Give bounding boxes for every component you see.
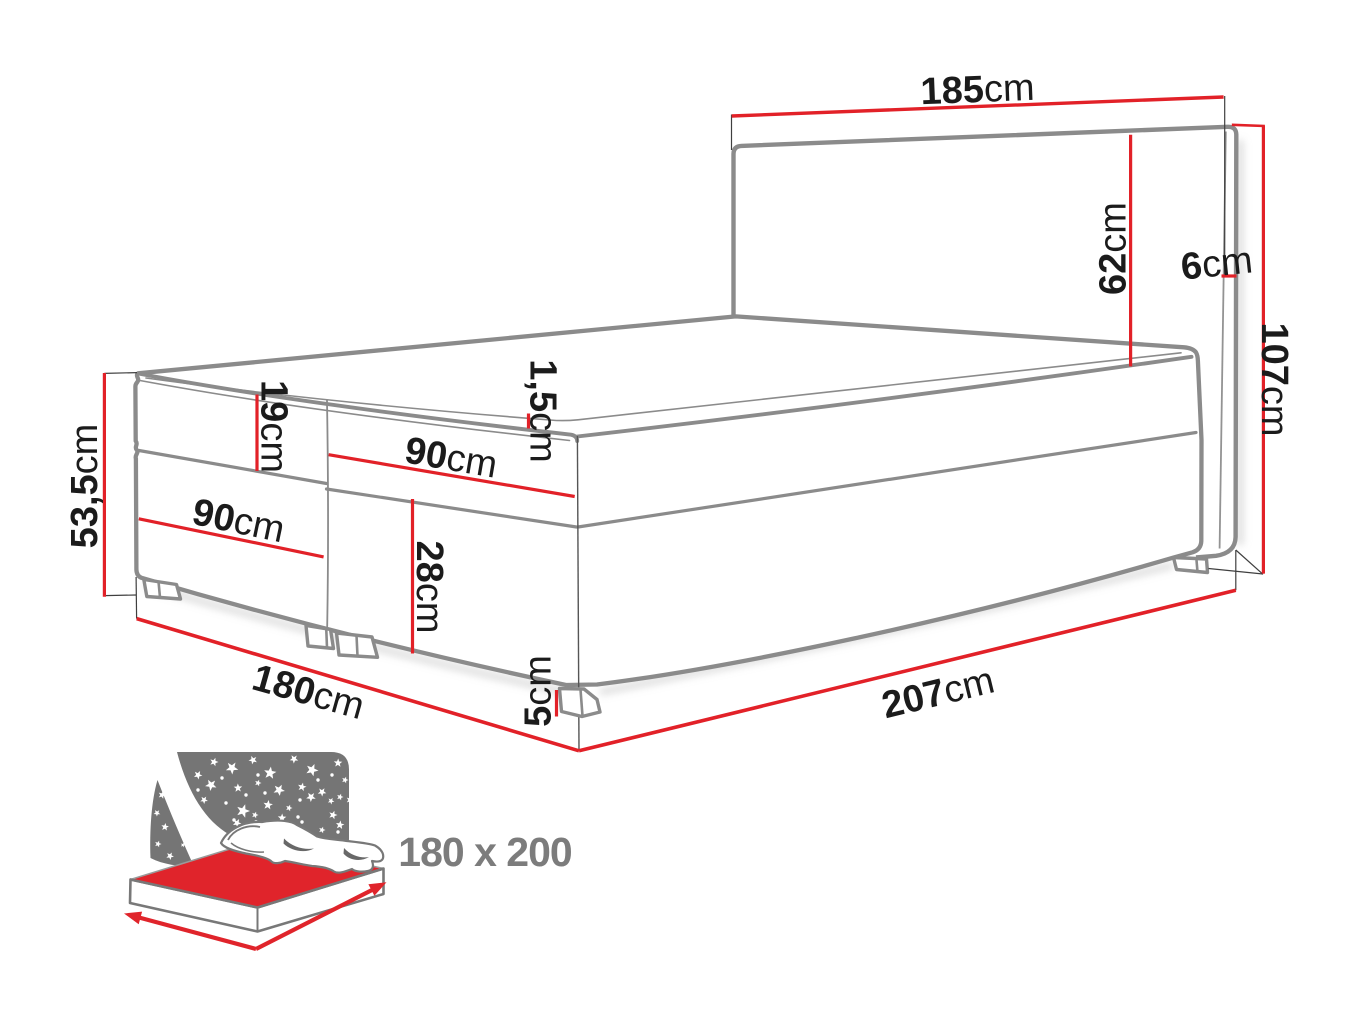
svg-text:28cm: 28cm xyxy=(408,541,450,634)
svg-text:6cm: 6cm xyxy=(1179,239,1255,288)
svg-text:180 x 200: 180 x 200 xyxy=(398,829,572,875)
svg-text:185cm: 185cm xyxy=(920,67,1036,113)
svg-text:5cm: 5cm xyxy=(518,655,560,727)
svg-text:19cm: 19cm xyxy=(253,380,295,473)
svg-text:62cm: 62cm xyxy=(1092,202,1134,295)
svg-text:53,5cm: 53,5cm xyxy=(64,424,106,549)
svg-text:90cm: 90cm xyxy=(189,491,289,551)
svg-text:1,5cm: 1,5cm xyxy=(522,359,564,462)
svg-text:107cm: 107cm xyxy=(1253,322,1295,436)
svg-text:90cm: 90cm xyxy=(402,430,501,487)
